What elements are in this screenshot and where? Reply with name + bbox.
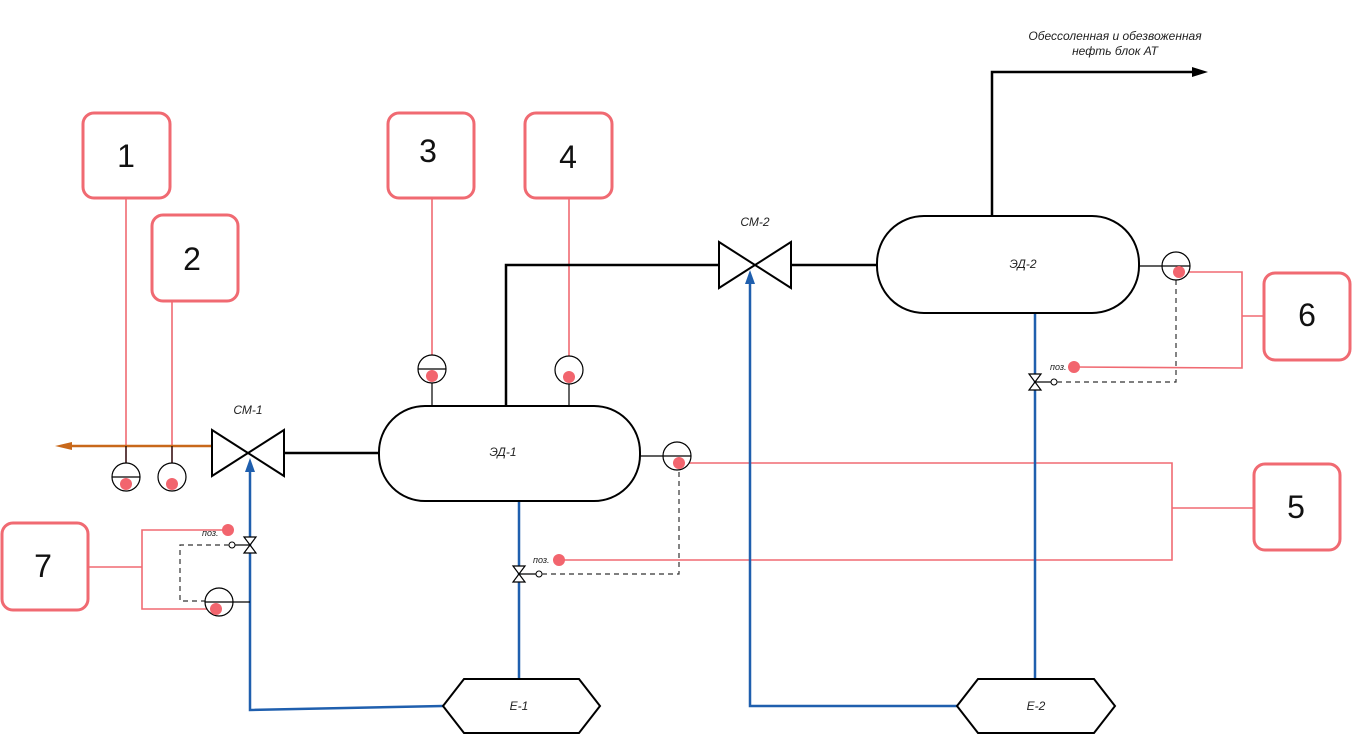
feed-line <box>55 442 212 450</box>
svg-text:2: 2 <box>183 241 201 277</box>
label-poz-cm1: поз. <box>202 528 219 538</box>
label-e2: Е-2 <box>1027 699 1046 713</box>
svg-text:3: 3 <box>419 133 437 169</box>
mixer-cm2 <box>718 240 792 290</box>
label-ed2: ЭД-2 <box>1009 257 1036 271</box>
callout-5: 5 <box>1252 462 1342 552</box>
label-cm2: СМ-2 <box>740 215 770 229</box>
sensor-feed-1 <box>111 446 141 492</box>
mixer-cm1 <box>211 428 285 478</box>
svg-text:7: 7 <box>34 548 52 584</box>
control-valve-ed2 <box>1027 280 1177 391</box>
signal-dots <box>120 266 1185 615</box>
svg-text:1: 1 <box>117 138 135 174</box>
callout-4: 4 <box>523 111 614 200</box>
svg-text:5: 5 <box>1287 489 1305 525</box>
callout-6: 6 <box>1262 271 1352 362</box>
label-poz-ed1: поз. <box>533 555 550 565</box>
callout-7: 7 <box>0 521 90 612</box>
label-cm1: СМ-1 <box>233 403 262 417</box>
sensor-feed-2 <box>157 446 187 492</box>
label-poz-ed2: поз. <box>1050 362 1067 372</box>
vessel-ed1 <box>378 405 641 502</box>
callout-1: 1 <box>81 111 172 200</box>
output-label-line2: нефть блок АТ <box>1072 44 1160 58</box>
sensor-ed1-top-left <box>417 354 447 406</box>
control-valve-cm1 <box>179 536 258 602</box>
control-valve-ed1 <box>511 470 680 583</box>
sensor-ed1-top-right <box>554 355 584 406</box>
equipment-labels: СМ-1 СМ-2 ЭД-1 ЭД-2 Е-1 Е-2 поз. поз. по… <box>202 29 1202 713</box>
leader-lines <box>88 197 1264 610</box>
tank-e2 <box>955 678 1117 734</box>
label-ed1: ЭД-1 <box>489 445 516 459</box>
water-lines <box>245 270 1037 712</box>
tank-e1 <box>441 678 602 734</box>
label-e1: Е-1 <box>510 699 529 713</box>
process-lines <box>284 67 1208 455</box>
output-label-line1: Обессоленная и обезвоженная <box>1028 29 1202 43</box>
vessel-ed2 <box>876 215 1140 314</box>
callout-2: 2 <box>150 213 240 303</box>
callout-3: 3 <box>386 111 476 200</box>
svg-text:4: 4 <box>559 139 577 175</box>
callouts: 1 2 3 4 5 6 7 <box>0 111 1352 612</box>
svg-text:6: 6 <box>1298 297 1316 333</box>
